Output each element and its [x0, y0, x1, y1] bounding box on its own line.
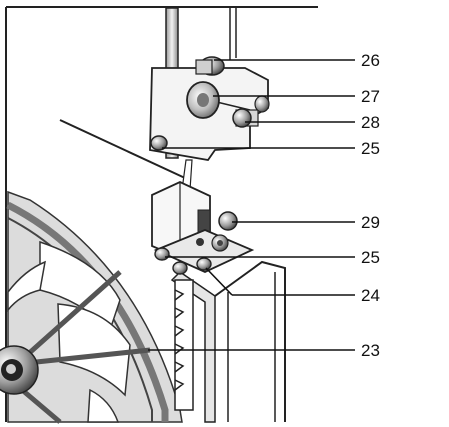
- leader-24: [205, 267, 233, 296]
- callout-27: 27: [361, 87, 380, 106]
- callout-24: 24: [361, 286, 380, 305]
- callout-23: 23: [361, 341, 380, 360]
- saw-blade: [174, 279, 194, 411]
- callout-29: 29: [361, 213, 380, 232]
- housing-edge: [59, 119, 186, 179]
- callout-26: 26: [361, 51, 380, 70]
- callout-28: 28: [361, 113, 380, 132]
- leader-lines: [148, 59, 355, 351]
- callout-labels: 26 27 28 25 29 25 24 23: [361, 51, 380, 360]
- upper-guide-bracket: [149, 56, 270, 161]
- blade-guard-housing: [170, 260, 286, 423]
- callout-25-upper: 25: [361, 139, 380, 158]
- lower-guide-block: [151, 181, 255, 275]
- callout-25-lower: 25: [361, 248, 380, 267]
